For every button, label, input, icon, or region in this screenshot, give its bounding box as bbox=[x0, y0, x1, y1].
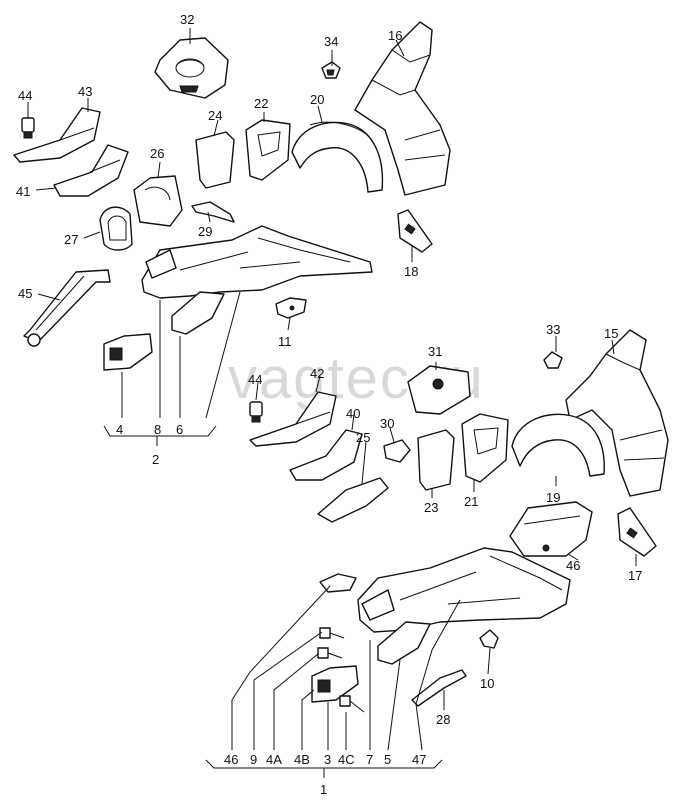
part-30-clip bbox=[383, 439, 411, 463]
callout-16: 16 bbox=[388, 28, 402, 43]
callout-41: 41 bbox=[16, 184, 30, 199]
part-15-pillar bbox=[565, 329, 669, 497]
part-4c-bolt bbox=[339, 695, 365, 713]
callout-19: 19 bbox=[546, 490, 560, 505]
callout-3: 3 bbox=[324, 752, 331, 767]
callout-27: 27 bbox=[64, 232, 78, 247]
part-27-grommet bbox=[99, 206, 133, 251]
part-10-clip bbox=[479, 629, 499, 649]
callout-26: 26 bbox=[150, 146, 164, 161]
callout-15: 15 bbox=[604, 326, 618, 341]
part-16-pillar bbox=[354, 21, 451, 196]
callout-11: 11 bbox=[278, 334, 292, 349]
part-44-screw-lower bbox=[249, 401, 263, 423]
part-45-strut bbox=[23, 269, 111, 347]
callout-2: 2 bbox=[152, 452, 159, 467]
part-32-mount bbox=[154, 37, 229, 99]
part-4-block bbox=[103, 333, 153, 371]
callout-34: 34 bbox=[324, 34, 338, 49]
callout-7: 7 bbox=[366, 752, 373, 767]
part-21-panel bbox=[461, 413, 509, 483]
part-7-bracket bbox=[377, 621, 431, 665]
callout-44-lower: 44 bbox=[248, 372, 262, 387]
callout-4a: 4A bbox=[266, 752, 282, 767]
part-9-clip bbox=[319, 573, 357, 593]
callout-labels: 32 34 16 20 22 24 43 44 41 26 27 29 18 4… bbox=[16, 12, 642, 797]
part-46-member bbox=[509, 501, 593, 557]
callout-32: 32 bbox=[180, 12, 194, 27]
part-40-rail bbox=[289, 429, 363, 481]
part-23-panel bbox=[417, 429, 455, 491]
part-19-wheel-arch bbox=[511, 413, 605, 477]
part-28-strap bbox=[411, 669, 467, 707]
part-31-panel bbox=[407, 365, 471, 415]
callout-44-upper: 44 bbox=[18, 88, 32, 103]
callout-40: 40 bbox=[346, 406, 360, 421]
callout-47: 47 bbox=[412, 752, 426, 767]
part-17-plate bbox=[617, 507, 657, 557]
callout-42: 42 bbox=[310, 366, 324, 381]
callout-31: 31 bbox=[428, 344, 442, 359]
callout-21: 21 bbox=[464, 494, 478, 509]
part-34-clip bbox=[321, 61, 341, 79]
callout-9: 9 bbox=[250, 752, 257, 767]
part-41-rail bbox=[53, 144, 129, 197]
callout-8: 8 bbox=[154, 422, 161, 437]
part-3-block bbox=[311, 665, 359, 703]
part-44-screw-upper bbox=[21, 117, 35, 139]
part-6-bracket bbox=[171, 291, 225, 335]
callout-4b: 4B bbox=[294, 752, 310, 767]
part-11-bracket bbox=[275, 297, 307, 319]
callout-46-right: 46 bbox=[566, 558, 580, 573]
callout-20: 20 bbox=[310, 92, 324, 107]
part-24-panel bbox=[195, 131, 235, 189]
callout-25: 25 bbox=[356, 430, 370, 445]
part-4b-bolt bbox=[317, 647, 343, 659]
leader-lines bbox=[27, 28, 637, 778]
part-4a-bolt bbox=[319, 627, 345, 639]
callout-1: 1 bbox=[320, 782, 327, 797]
callout-33: 33 bbox=[546, 322, 560, 337]
part-20-wheel-arch bbox=[291, 121, 384, 193]
part-43-rail bbox=[13, 107, 101, 163]
callout-23: 23 bbox=[424, 500, 438, 515]
callout-43: 43 bbox=[78, 84, 92, 99]
callout-17: 17 bbox=[628, 568, 642, 583]
callout-4c: 4C bbox=[338, 752, 355, 767]
part-42-rail bbox=[249, 391, 337, 447]
part-1-lower-rail bbox=[357, 547, 571, 633]
part-26-bracket bbox=[133, 175, 183, 227]
callout-24: 24 bbox=[208, 108, 222, 123]
part-33-clip bbox=[543, 351, 563, 369]
callout-10: 10 bbox=[480, 676, 494, 691]
callout-6: 6 bbox=[176, 422, 183, 437]
callout-18: 18 bbox=[404, 264, 418, 279]
callout-22: 22 bbox=[254, 96, 268, 111]
part-29-bracket bbox=[191, 201, 235, 223]
part-18-plate bbox=[397, 209, 433, 253]
callout-29: 29 bbox=[198, 224, 212, 239]
callout-46-bottom: 46 bbox=[224, 752, 238, 767]
callout-5: 5 bbox=[384, 752, 391, 767]
part-25-bracket bbox=[317, 477, 389, 523]
part-22-panel bbox=[245, 119, 291, 181]
callout-4: 4 bbox=[116, 422, 123, 437]
callout-45: 45 bbox=[18, 286, 32, 301]
part-2-front-rail bbox=[141, 225, 373, 299]
callout-28: 28 bbox=[436, 712, 450, 727]
callout-30: 30 bbox=[380, 416, 394, 431]
